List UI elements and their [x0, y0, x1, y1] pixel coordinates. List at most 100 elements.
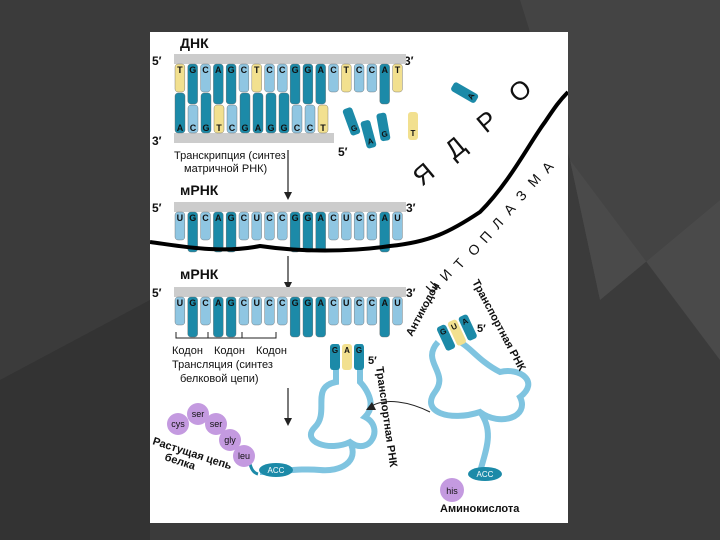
- amino-acid-label-3: gly: [224, 435, 236, 445]
- cytoplasm-letter-7: З: [512, 187, 530, 204]
- free-nucleotide-1: A: [360, 119, 377, 149]
- dna-top-base-letter-4: G: [228, 65, 235, 75]
- trna-free-5-end: 5′: [477, 323, 486, 335]
- translation-label-line2: белковой цепи): [180, 373, 259, 385]
- mrna1-base-letter-3: A: [215, 213, 222, 223]
- mrna2-base-letter-3: A: [215, 298, 222, 308]
- mrna2-base-letter-15: C: [369, 298, 376, 308]
- mrna1-base-letter-2: C: [202, 213, 209, 223]
- diagram-card: ДНК 5′ 3′ TGCAGCTCCGGACTCCAT 3′ ACGTCGAG…: [150, 32, 568, 523]
- amino-acid-his-label: his: [446, 486, 458, 496]
- mrna1-base-letter-4: G: [228, 213, 235, 223]
- nucleus-letter-2: Р: [471, 104, 504, 138]
- mrna2-3-end: 3′: [406, 286, 416, 300]
- mrna1-backbone: [174, 202, 406, 212]
- mrna2-base-letter-16: A: [381, 298, 388, 308]
- mrna1-base-letter-5: C: [241, 213, 248, 223]
- mrna2-base-letter-17: U: [394, 298, 401, 308]
- nucleus-letter-1: Д: [439, 130, 472, 165]
- transcription-translation-diagram: ДНК 5′ 3′ TGCAGCTCCGGACTCCAT 3′ ACGTCGAG…: [150, 32, 568, 523]
- cytoplasm-letter-3: О: [464, 240, 483, 259]
- dna-top-base-letter-15: C: [369, 65, 376, 75]
- mrna2-base-letter-10: G: [304, 298, 311, 308]
- dna-top-base-letter-12: C: [330, 65, 337, 75]
- mrna1-base-letter-0: U: [177, 213, 184, 223]
- free-nucleotide-3: T: [408, 112, 418, 140]
- mrna2-base-letter-7: C: [266, 298, 273, 308]
- dna-top-base-letter-13: T: [344, 65, 350, 75]
- codon-label-2: Кодон: [214, 345, 245, 357]
- dna-bottom-5-end: 5′: [338, 145, 348, 159]
- mrna1-base-letter-16: A: [381, 213, 388, 223]
- translation-label-line1: Трансляция (синтез: [172, 359, 273, 371]
- mrna1-base-letter-10: G: [304, 213, 311, 223]
- free-nucleotide-4: A: [450, 81, 479, 104]
- mrna1-base-letter-8: C: [279, 213, 286, 223]
- mrna1-3-end: 3′: [406, 201, 416, 215]
- cytoplasm-letter-5: Л: [488, 214, 506, 232]
- mrna2-5-end: 5′: [152, 286, 162, 300]
- dna-bottom-base-letter-10: C: [307, 123, 314, 133]
- mrna2-base-letter-13: U: [343, 298, 350, 308]
- mrna2-base-letter-12: C: [330, 298, 337, 308]
- mrna1-base-letter-14: C: [356, 213, 363, 223]
- svg-text:G: G: [332, 346, 338, 355]
- svg-text:T: T: [411, 129, 416, 138]
- amino-acid-label-4: leu: [238, 451, 250, 461]
- cytoplasm-letter-4: П: [476, 228, 495, 246]
- trna-bound-5-end: 5′: [368, 355, 377, 367]
- free-nucleotide-0: G: [342, 107, 361, 137]
- dna-bottom-base-letter-1: C: [190, 123, 197, 133]
- cytoplasm-letter-8: М: [524, 171, 544, 190]
- mrna2-base-letter-8: C: [279, 298, 286, 308]
- dna-top-base-letter-10: G: [304, 65, 311, 75]
- trna-bound-label: Транспортная РНК: [373, 366, 399, 468]
- trna-bound-acc-label: ACC: [268, 466, 285, 475]
- mrna1-base-letter-17: U: [394, 213, 401, 223]
- dna-bottom-3-end: 3′: [152, 134, 162, 148]
- mrna2-title: мРНК: [180, 266, 219, 282]
- free-nucleotide-2: G: [376, 112, 391, 141]
- trna-free: GUA 5′ Антикодон Транспортная РНК ACC hi…: [404, 278, 528, 515]
- dna-top-base-letter-14: C: [356, 65, 363, 75]
- dna-top-base-letter-6: T: [254, 65, 260, 75]
- mrna2-base-letter-14: C: [356, 298, 363, 308]
- nucleus-letter-0: Я: [407, 157, 441, 192]
- mrna1-base-letter-13: U: [343, 213, 350, 223]
- mrna1-base-letter-1: G: [189, 213, 196, 223]
- dna-top-base-letter-5: C: [241, 65, 248, 75]
- trna-free-acc-label: ACC: [477, 470, 494, 479]
- mrna1-base-letter-15: C: [369, 213, 376, 223]
- cytoplasm-label: ЦИТОПЛАЗМА: [422, 158, 557, 296]
- cytoplasm-letter-2: Т: [450, 255, 468, 272]
- mrna1-base-letter-7: C: [266, 213, 273, 223]
- mrna2-base-letter-2: C: [202, 298, 209, 308]
- dna-bottom-base-letter-2: G: [202, 123, 209, 133]
- cytoplasm-letter-9: А: [538, 158, 557, 176]
- dna-bottom-base-letter-3: T: [216, 123, 222, 133]
- dna-top-base-letter-7: C: [266, 65, 273, 75]
- mrna1-base-letter-12: C: [330, 213, 337, 223]
- mrna1-title: мРНК: [180, 182, 219, 198]
- codon-label-3: Кодон: [256, 345, 287, 357]
- dna-top-base-letter-1: G: [189, 65, 196, 75]
- mrna2-base-letter-1: G: [189, 298, 196, 308]
- amino-acid-label-2: ser: [210, 419, 223, 429]
- mrna2-base-letter-5: C: [241, 298, 248, 308]
- mrna1-base-letter-9: G: [292, 213, 299, 223]
- dna-bottom-base-letter-4: C: [229, 123, 236, 133]
- mrna2-base-letter-6: U: [253, 298, 260, 308]
- mrna2-base-letter-11: A: [317, 298, 324, 308]
- dna-top-base-letter-8: C: [279, 65, 286, 75]
- amino-acid-label: Аминокислота: [440, 503, 520, 515]
- dna-bottom-base-letter-11: T: [320, 123, 326, 133]
- dna-bottom-base-letter-7: G: [267, 123, 274, 133]
- mrna1-5-end: 5′: [152, 201, 162, 215]
- dna-top-base-letter-16: A: [381, 65, 388, 75]
- transcription-label-line2: матричной РНК): [184, 163, 267, 175]
- dna-bottom-backbone: [174, 133, 334, 143]
- dna-top-5-end: 5′: [152, 54, 162, 68]
